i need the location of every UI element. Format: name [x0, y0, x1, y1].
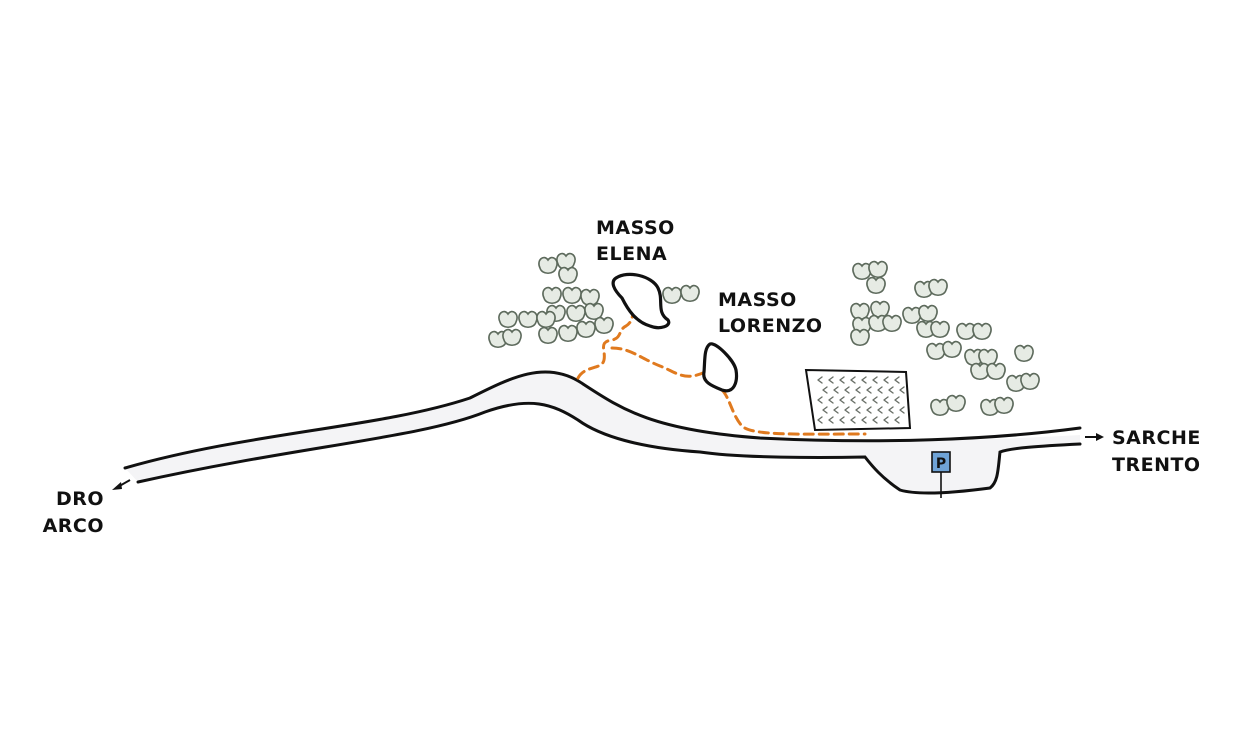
bush-icon — [956, 322, 976, 341]
arrow-right-icon — [1085, 433, 1104, 441]
bush-icon — [882, 314, 902, 333]
approach-trail-branch — [610, 346, 707, 378]
bush-icon — [868, 260, 888, 279]
label-trento: TRENTO — [1112, 454, 1201, 476]
bush-icon — [566, 304, 586, 323]
bush-icon — [662, 286, 682, 305]
bush-icon — [558, 324, 578, 343]
road-edge-bottom — [136, 401, 1082, 495]
bush-icon — [576, 320, 596, 339]
label-sarche: SARCHE — [1112, 427, 1201, 449]
boulder-icon — [611, 272, 671, 330]
label-masso-lorenzo-2: LORENZO — [718, 315, 823, 337]
label-arco: ARCO — [43, 515, 104, 537]
bush-icon — [562, 286, 582, 305]
label-masso-lorenzo-1: MASSO — [718, 289, 797, 311]
label-masso-elena-1: MASSO — [596, 217, 675, 239]
road — [123, 370, 1082, 495]
bush-icon — [994, 396, 1014, 415]
bush-icon — [972, 322, 992, 341]
bush-icon — [1020, 372, 1040, 391]
bush-icon — [1014, 344, 1034, 363]
boulder-icon — [702, 342, 739, 393]
bush-icon — [680, 284, 700, 303]
bush-icon — [930, 320, 950, 339]
label-dro: DRO — [56, 488, 104, 510]
bush-icon — [518, 310, 538, 329]
bush-icon — [558, 266, 578, 285]
bush-icon — [918, 304, 938, 323]
road-edge-top — [123, 370, 1082, 470]
bush-icon — [986, 362, 1006, 381]
bush-icon — [594, 316, 614, 335]
bush-icon — [850, 328, 870, 347]
meadow-icon — [804, 368, 912, 432]
bush-icon — [942, 340, 962, 359]
label-masso-elena-2: ELENA — [596, 243, 667, 265]
bush-icon — [538, 256, 558, 275]
bush-icon — [502, 328, 522, 347]
approach-trail-to-parking — [720, 388, 867, 436]
bush-icon — [970, 362, 990, 381]
arrow-left-icon — [112, 479, 131, 490]
vegetation — [488, 252, 1040, 417]
approach-trail — [576, 298, 642, 380]
bush-icon — [928, 278, 948, 297]
bush-icon — [536, 310, 556, 329]
bush-icon — [946, 394, 966, 413]
bush-icon — [866, 276, 886, 295]
bush-icon — [584, 302, 604, 321]
parking-sign-icon: P — [931, 451, 951, 498]
bush-icon — [498, 310, 518, 329]
bush-icon — [538, 326, 558, 345]
bush-icon — [542, 286, 562, 305]
bush-icon — [978, 348, 998, 367]
parking-label: P — [936, 456, 946, 472]
